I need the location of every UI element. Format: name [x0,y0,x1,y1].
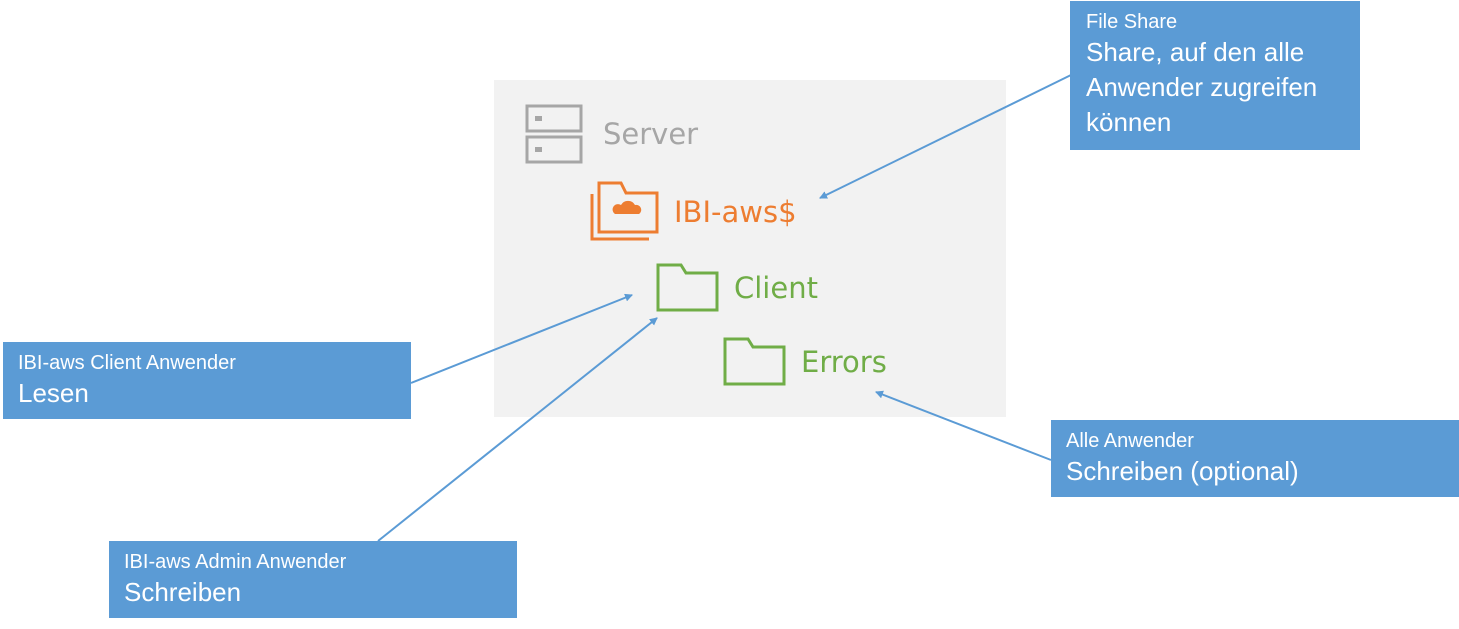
admin-users-callout-title: IBI-aws Admin Anwender [124,551,347,573]
errors-folder-node: Errors [723,337,887,386]
file-share-callout-text: Share, auf den alle Anwender zugreifen k… [1086,37,1318,137]
admin-users-callout: IBI-aws Admin Anwender Schreiben [109,541,517,618]
folder-icon [656,263,719,312]
client-users-callout-title: IBI-aws Client Anwender [18,352,236,374]
file-share-label: IBI-aws$ [674,194,797,229]
all-users-callout: Alle Anwender Schreiben (optional) [1051,420,1459,497]
client-folder-label: Client [734,270,818,305]
server-icon [525,104,583,164]
folder-icon [723,337,786,386]
file-share-callout-title: File Share [1086,11,1178,33]
cloud-folder-icon [590,181,659,241]
all-users-callout-title: Alle Anwender [1066,430,1194,452]
file-share-node: IBI-aws$ [589,181,797,242]
client-users-callout-text: Lesen [18,378,89,408]
file-share-callout: File Share Share, auf den alle Anwender … [1070,1,1360,150]
errors-folder-label: Errors [801,344,887,379]
server-label: Server [603,117,699,151]
all-users-callout-text: Schreiben (optional) [1066,456,1299,486]
server-node: Server [525,104,698,164]
client-folder-node: Client [656,263,818,312]
client-users-callout: IBI-aws Client Anwender Lesen [3,342,411,419]
admin-users-callout-text: Schreiben [124,577,242,607]
